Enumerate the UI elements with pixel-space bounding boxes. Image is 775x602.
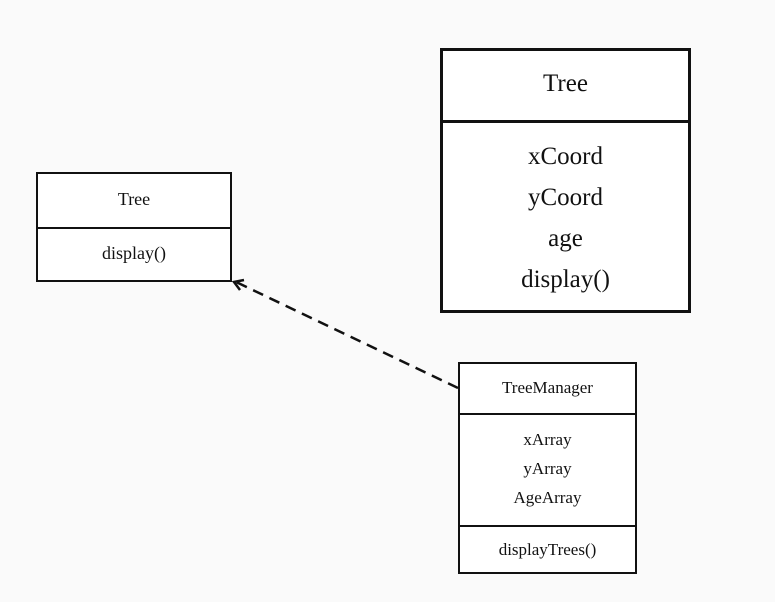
- attribute-yarray: yArray: [523, 459, 572, 478]
- class-tree-large[interactable]: Tree xCoord yCoord age display(): [440, 48, 691, 313]
- class-name: TreeManager: [502, 378, 593, 397]
- member-xcoord: xCoord: [528, 143, 603, 170]
- class-name-section: Tree: [443, 51, 688, 120]
- arrow-head-icon: [231, 278, 245, 291]
- member-ycoord: yCoord: [528, 184, 603, 211]
- class-tree-manager[interactable]: TreeManager xArray yArray AgeArray displ…: [458, 362, 637, 574]
- class-name-section: Tree: [38, 174, 230, 227]
- members-section: xCoord yCoord age display(): [443, 120, 688, 300]
- class-name: Tree: [543, 70, 588, 97]
- member-age: age: [548, 225, 583, 252]
- attribute-agearray: AgeArray: [513, 488, 582, 507]
- operations-section: displayTrees(): [460, 525, 635, 562]
- attribute-xarray: xArray: [523, 430, 572, 449]
- member-display: display(): [521, 266, 610, 293]
- operation-displaytrees: displayTrees(): [498, 540, 597, 559]
- class-name: Tree: [117, 189, 151, 209]
- operation-display: display(): [102, 243, 166, 263]
- dependency-line: [235, 280, 459, 390]
- operations-section: display(): [38, 227, 230, 265]
- class-tree-small[interactable]: Tree display(): [36, 172, 232, 282]
- class-name-section: TreeManager: [460, 364, 635, 413]
- attributes-section: xArray yArray AgeArray: [460, 413, 635, 525]
